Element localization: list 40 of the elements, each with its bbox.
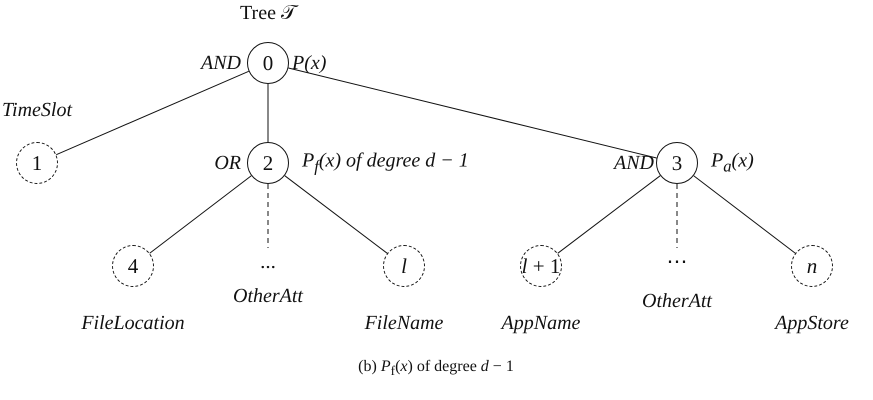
ellipsis-text: ...: [260, 250, 276, 272]
gate-node-circle: [247, 142, 289, 184]
node-annotation: Tree 𝒯: [240, 3, 296, 23]
figure-caption: (b) P$_{f}$(x) of degree d − 1: [358, 358, 514, 380]
node-number: n: [806, 256, 818, 276]
node-annotation: OtherAtt: [642, 291, 712, 311]
leaf-node-circle: [16, 142, 58, 184]
node-annotation: AppStore: [775, 313, 849, 333]
node-annotation: OtherAtt: [233, 286, 303, 306]
gate-node-circle: [656, 142, 698, 184]
node-number: 1: [32, 152, 42, 174]
node-annotation: P(x): [292, 53, 326, 73]
node-number: 3: [672, 152, 682, 174]
leaf-node-circle: [520, 245, 562, 287]
ellipsis-text: ⋯: [666, 250, 688, 272]
node-annotation: P$_{f}$(x) of degree d − 1: [302, 150, 469, 176]
node-annotation: AND: [614, 153, 654, 173]
node-annotation: OR: [214, 153, 241, 173]
connector-line: [288, 68, 658, 158]
node-number: 2: [262, 152, 274, 174]
connector-line: [676, 184, 678, 248]
node-number: l + 1: [522, 256, 560, 276]
leaf-node-circle: [383, 245, 425, 287]
node-number: 4: [128, 256, 138, 276]
connector-line: [557, 175, 661, 254]
node-annotation: TimeSlot: [2, 100, 72, 120]
connector-line: [284, 175, 388, 254]
node-number: 0: [262, 52, 274, 74]
gate-node-circle: [247, 42, 289, 84]
node-annotation: P$_{a}$(x): [711, 150, 754, 176]
leaf-node-circle: [791, 245, 833, 287]
node-number: l: [401, 256, 407, 276]
connector-line: [693, 175, 796, 254]
leaf-node-circle: [112, 245, 154, 287]
node-annotation: AND: [201, 53, 241, 73]
node-annotation: FileLocation: [81, 313, 185, 333]
node-annotation: AppName: [502, 313, 580, 333]
connector-line: [56, 70, 250, 156]
connector-line: [149, 175, 252, 254]
node-annotation: FileName: [364, 313, 444, 333]
